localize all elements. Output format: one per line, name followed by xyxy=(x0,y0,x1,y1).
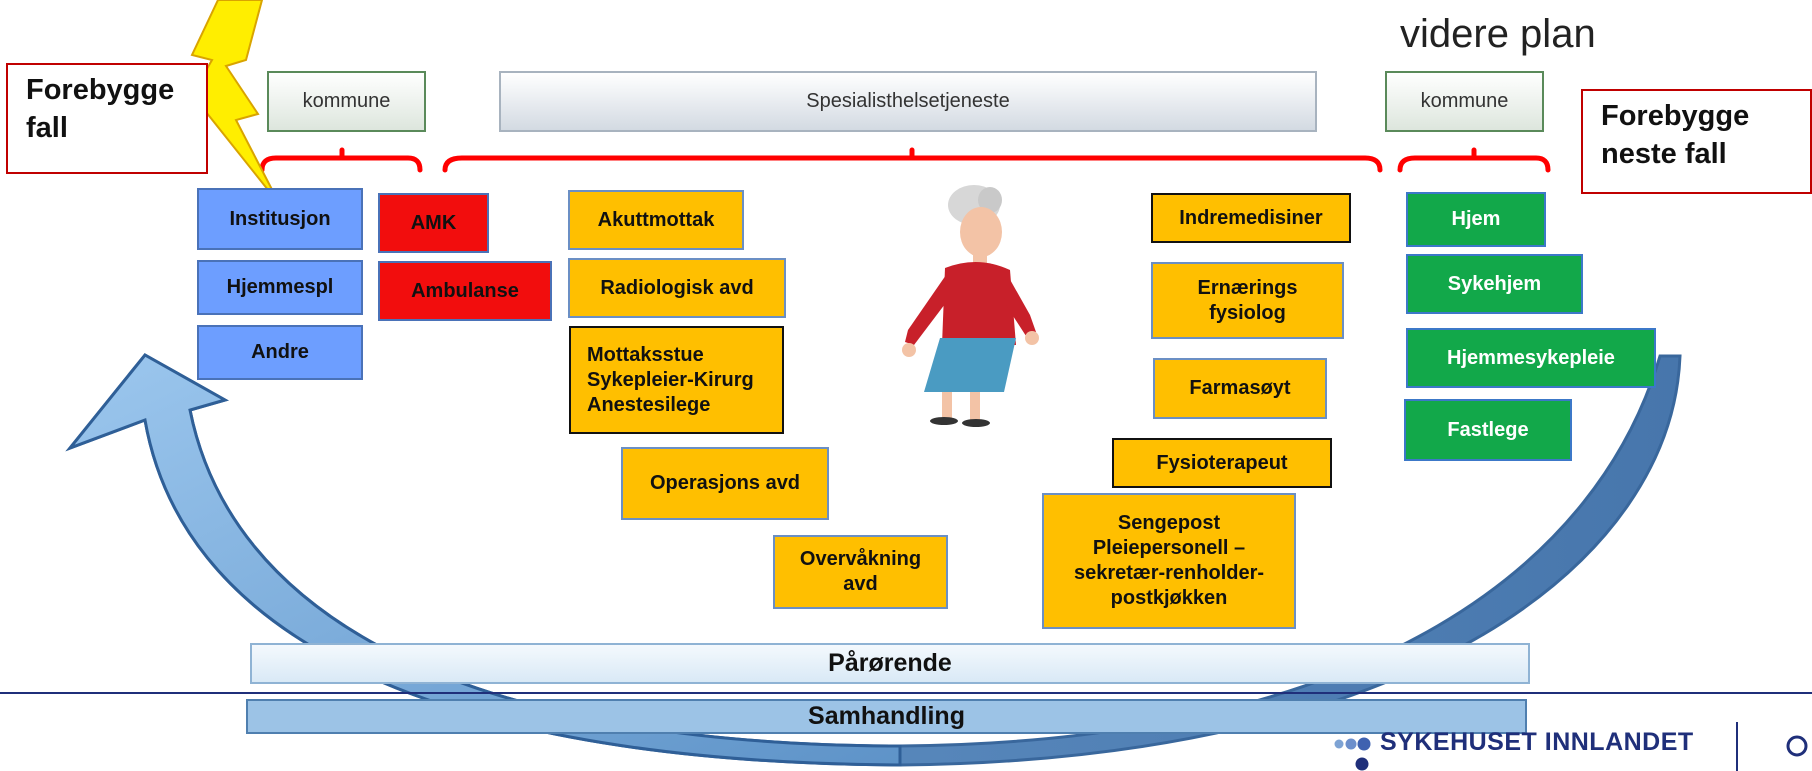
callout-forebygge-fall: Forebygge fall xyxy=(6,63,208,174)
lightning-bolt-icon xyxy=(184,0,281,206)
box-sengepost: Sengepost Pleiepersonell – sekretær-renh… xyxy=(1042,493,1296,629)
box-operasjons-avd: Operasjons avd xyxy=(621,447,829,520)
header-spesialisthelsetjeneste: Spesialisthelsetjeneste xyxy=(499,71,1317,132)
top-right-text: videre plan xyxy=(1400,12,1596,56)
elderly-woman-figure xyxy=(902,185,1039,427)
box-radiologisk-avd: Radiologisk avd xyxy=(568,258,786,318)
box-andre: Andre xyxy=(197,325,363,380)
band-samhandling: Samhandling xyxy=(246,699,1527,734)
callout-forebygge-neste-fall: Forebygge neste fall xyxy=(1581,89,1812,194)
box-fysioterapeut: Fysioterapeut xyxy=(1112,438,1332,488)
box-sykehjem: Sykehjem xyxy=(1406,254,1583,314)
box-overvakning-avd: Overvåkning avd xyxy=(773,535,948,609)
box-fastlege: Fastlege xyxy=(1404,399,1572,461)
box-indremedisiner: Indremedisiner xyxy=(1151,193,1351,243)
box-hjemmespl: Hjemmespl xyxy=(197,260,363,315)
header-kommune-right: kommune xyxy=(1385,71,1544,132)
box-ambulanse: Ambulanse xyxy=(378,261,552,321)
box-akuttmottak: Akuttmottak xyxy=(568,190,744,250)
logo-dots-icon xyxy=(1334,737,1371,771)
logo-sykehuset-innlandet: SYKEHUSET INNLANDET xyxy=(1380,728,1694,756)
box-ernaerings-fysiolog: Ernærings fysiolog xyxy=(1151,262,1344,339)
box-amk: AMK xyxy=(378,193,489,253)
box-hjem: Hjem xyxy=(1406,192,1546,247)
box-mottaksstue: Mottaksstue Sykepleier-Kirurg Anestesile… xyxy=(569,326,784,434)
red-brackets xyxy=(259,147,1551,173)
box-institusjon: Institusjon xyxy=(197,188,363,250)
box-hjemmesykepleie: Hjemmesykepleie xyxy=(1406,328,1656,388)
box-farmasoyt: Farmasøyt xyxy=(1153,358,1327,419)
logo-circle-icon xyxy=(1786,735,1808,757)
band-parorende: Pårørende xyxy=(250,643,1530,684)
header-kommune-left: kommune xyxy=(267,71,426,132)
